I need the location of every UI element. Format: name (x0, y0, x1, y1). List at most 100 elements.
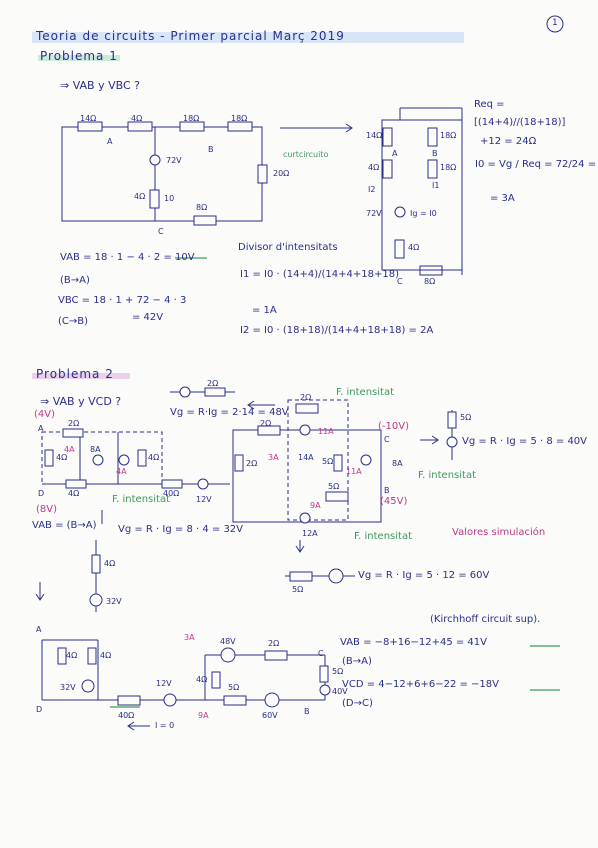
p2-vab-label: VAB = (B→A) (32, 520, 97, 531)
p2-node-c-voltage: (-10V) (378, 421, 409, 432)
p1-node-b: B (208, 145, 214, 154)
c3-i-zero: I = 0 (155, 721, 175, 730)
p1-c2-r4: 18Ω (440, 163, 457, 172)
vab-final-dir: (B→A) (342, 656, 372, 667)
c2-i-12: 12A (302, 529, 318, 538)
c2-i-8: 8A (392, 459, 403, 468)
p1-c2-r3: 4Ω (368, 163, 380, 172)
c2-c: C (384, 435, 390, 444)
problem-2-heading: Problema 2 (36, 367, 114, 381)
p2-src-voltage: 32V (106, 597, 122, 606)
p1-c2-r6: 8Ω (424, 277, 436, 286)
p2-node-d-voltage: (8V) (36, 504, 58, 515)
p1-r-top3: 18Ω (183, 114, 200, 123)
p2-mid-vg: Vg = R · Ig = 5 · 12 = 60V (358, 570, 490, 581)
c1-r-2: 2Ω (68, 419, 80, 428)
c2-i-14: 14A (298, 453, 314, 462)
c1-r-4c: 4Ω (68, 489, 80, 498)
c1-cur-4a: 4A (64, 445, 75, 454)
p2-fi-label-bottom: F. intensitat (354, 531, 412, 542)
c3-r-40: 40Ω (118, 711, 135, 720)
p2-node-a-voltage: (4V) (34, 409, 56, 420)
p1-c2-a: A (392, 149, 398, 158)
page-number: 1 (552, 18, 558, 28)
c3-i-9: 9A (198, 711, 209, 720)
req-line-3: +12 = 24Ω (480, 136, 537, 147)
req-line-4: I0 = Vg / Req = 72/24 = (475, 159, 597, 170)
p1-eq-vbc: VBC = 18 · 1 + 72 − 4 · 3 (58, 295, 187, 306)
vcd-final-dir: (D→C) (342, 698, 373, 709)
c3-r-2: 2Ω (268, 639, 280, 648)
p1-c2-r2: 18Ω (440, 131, 457, 140)
c2-r-5b: 5Ω (328, 482, 340, 491)
c2-i-11: 11A (318, 427, 334, 436)
c3-r-4: 4Ω (196, 675, 208, 684)
p1-c2-r1: 14Ω (366, 131, 383, 140)
c2-r-2b: 2Ω (260, 419, 272, 428)
c3-v-60: 60V (262, 711, 278, 720)
req-line-1: Req = (474, 99, 505, 110)
i1-equation: I1 = I0 · (14+4)/(14+4+18+18) (240, 269, 400, 280)
c3-r-4a: 4Ω (66, 651, 78, 660)
p1-c2-r5: 4Ω (408, 243, 420, 252)
p1-c2-c: C (397, 277, 403, 286)
c1-cur-8a: 8A (90, 445, 101, 454)
c2-i-9: 9A (310, 501, 321, 510)
c3-v-40: 40V (332, 687, 348, 696)
problem-2-question: ⇒ VAB y VCD ? (40, 395, 122, 408)
c2-r-5: 5Ω (322, 457, 334, 466)
c1-d: D (38, 489, 45, 498)
problem-1-heading: Problema 1 (40, 49, 118, 63)
p1-c2-i1: I1 (432, 181, 440, 190)
c3-a: A (36, 625, 42, 634)
c1-r-40: 40Ω (163, 489, 180, 498)
c2-i-11b: 11A (346, 467, 362, 476)
p2-fi-label-top: F. intensitat (336, 387, 394, 398)
vcd-final: VCD = 4−12+6+6−22 = −18V (342, 679, 499, 690)
c2-i-3: 3A (268, 453, 279, 462)
p2-node-b-voltage: (45V) (380, 496, 408, 507)
c3-c: C (318, 649, 324, 658)
p1-eq-vab: VAB = 18 · 1 − 4 · 2 = 10V (60, 252, 195, 263)
p1-eq-vbc-dir: (C→B) (58, 316, 89, 327)
c3-v-32: 32V (60, 683, 76, 692)
i2-equation: I2 = I0 · (18+18)/(14+4+18+18) = 2A (240, 325, 434, 336)
c1-a: A (38, 424, 44, 433)
c1-cur-4a-2: 4A (116, 467, 127, 476)
p2-fi-label-left: F. intensitat (112, 494, 170, 505)
c2-b: B (384, 486, 390, 495)
p1-node-c: C (158, 227, 164, 236)
p1-c2-ig: Ig = I0 (410, 209, 437, 218)
problem-1-question: ⇒ VAB y VBC ? (60, 79, 141, 92)
page-title: Teoria de circuits - Primer parcial Març… (36, 29, 345, 43)
c3-r-5: 5Ω (332, 667, 344, 676)
p2-src-resistor: 4Ω (104, 559, 116, 568)
req-line-2: [(14+4)//(18+18)] (474, 117, 566, 128)
p1-r-left: 4Ω (134, 192, 146, 201)
divisor-title: Divisor d'intensitats (238, 242, 338, 253)
c3-r-4b: 4Ω (100, 651, 112, 660)
c2-r-2a: 2Ω (300, 393, 312, 402)
p2-top-equation: Vg = R·Ig = 2·14 = 48V (170, 407, 289, 418)
p2-fi-label-right: F. intensitat (418, 470, 476, 481)
p1-c2-b: B (432, 149, 438, 158)
p2-top-resistor: 2Ω (207, 379, 219, 388)
p1-r-right: 20Ω (273, 169, 290, 178)
c3-v-48: 48V (220, 637, 236, 646)
p1-r-top4: 18Ω (231, 114, 248, 123)
c3-b: B (304, 707, 310, 716)
p1-c2-i2: I2 (368, 185, 376, 194)
p1-eq-vab-dir: (B→A) (60, 275, 90, 286)
req-line-5: = 3A (490, 193, 515, 204)
p1-r-bottom: 8Ω (196, 203, 208, 212)
c1-v-12: 12V (196, 495, 212, 504)
c3-i-3: 3A (184, 633, 195, 642)
p1-current: 10 (164, 194, 175, 203)
p1-node-a: A (107, 137, 113, 146)
p2-mid-r: 5Ω (292, 585, 304, 594)
c1-r-4b: 4Ω (148, 453, 160, 462)
p1-c2-v: 72V (366, 209, 382, 218)
c2-r-2c: 2Ω (246, 459, 258, 468)
i1-result: = 1A (252, 305, 277, 316)
